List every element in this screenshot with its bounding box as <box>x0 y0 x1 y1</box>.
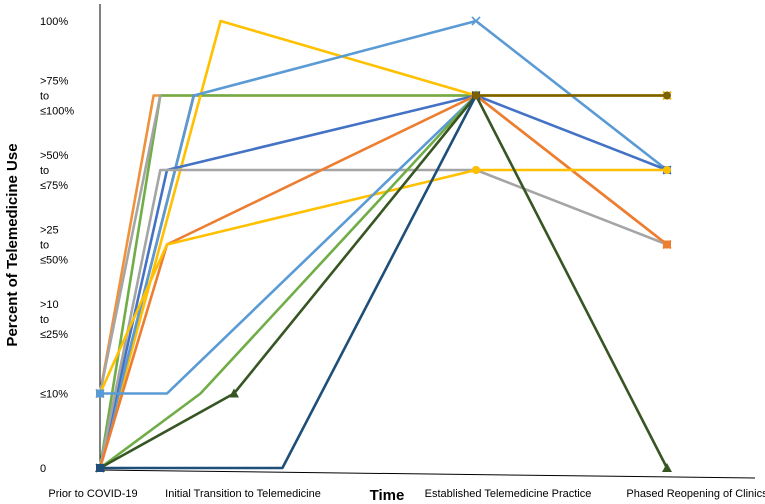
series-lines <box>95 16 672 473</box>
x-tick-label: Prior to COVID-19 <box>48 488 137 500</box>
series-line <box>98 168 669 470</box>
series-line <box>98 19 669 470</box>
y-tick-label: >75% to ≤100% <box>40 76 74 118</box>
series <box>96 91 671 472</box>
data-point <box>663 166 671 174</box>
y-tick-label: >10 to ≤25% <box>40 299 68 341</box>
x-tick-label: Established Telemedicine Practice <box>425 488 592 500</box>
y-tick-label-line: ≤100% <box>40 106 74 118</box>
y-tick-label-line: >75% <box>40 76 69 88</box>
y-tick-label-line: 100% <box>40 16 68 28</box>
series-line <box>98 94 669 470</box>
y-axis-title: Percent of Telemedicine Use <box>4 143 21 346</box>
y-tick-label: 0 <box>40 463 46 475</box>
series <box>95 19 672 473</box>
series-line <box>98 94 478 395</box>
x-tick-labels: Prior to COVID-19 Initial Transition to T… <box>48 488 765 500</box>
data-point <box>472 166 480 174</box>
y-tick-labels: 0 ≤10% >10 to ≤25% >25 to ≤50% >50% to ≤75% >75% to ≤… <box>40 16 74 475</box>
y-tick-label-line: ≤50% <box>40 255 68 267</box>
y-tick-label-line: ≤75% <box>40 180 68 192</box>
y-tick-label-line: to <box>40 165 49 177</box>
y-tick-label: >25 to ≤50% <box>40 225 68 267</box>
y-tick-label: >50% to ≤75% <box>40 150 69 192</box>
x-tick-label: Phased Reopening of Clinics <box>626 488 765 500</box>
data-point <box>663 91 671 100</box>
y-tick-label-line: >10 <box>40 299 59 311</box>
series-line <box>98 94 478 470</box>
series <box>96 91 671 472</box>
y-tick-label-line: to <box>40 314 49 326</box>
data-point <box>471 16 481 26</box>
series-line <box>98 94 162 395</box>
data-point <box>662 463 672 472</box>
series-line <box>98 94 478 470</box>
data-point <box>472 91 480 100</box>
series <box>95 16 672 473</box>
y-tick-label: ≤10% <box>40 389 68 401</box>
data-point <box>96 389 104 398</box>
series <box>96 166 671 472</box>
y-tick-label-line: to <box>40 240 49 252</box>
y-tick-label-line: >25 <box>40 225 59 237</box>
series <box>472 91 671 100</box>
y-tick-label-line: >50% <box>40 150 69 162</box>
series-line <box>98 168 669 395</box>
y-tick-label-line: to <box>40 91 49 103</box>
y-tick-label-line: ≤25% <box>40 329 68 341</box>
data-point <box>663 240 671 249</box>
data-point <box>229 388 239 398</box>
y-tick-label: 100% <box>40 16 68 28</box>
x-tick-label: Initial Transition to Telemedicine <box>165 488 321 500</box>
y-tick-label-line: ≤10% <box>40 389 68 401</box>
series-line <box>98 19 669 470</box>
x-axis-line <box>99 469 756 479</box>
series <box>96 166 671 398</box>
x-axis-title: Time <box>370 487 405 504</box>
series <box>95 90 672 473</box>
y-tick-label-line: 0 <box>40 463 46 475</box>
data-point <box>96 464 104 472</box>
